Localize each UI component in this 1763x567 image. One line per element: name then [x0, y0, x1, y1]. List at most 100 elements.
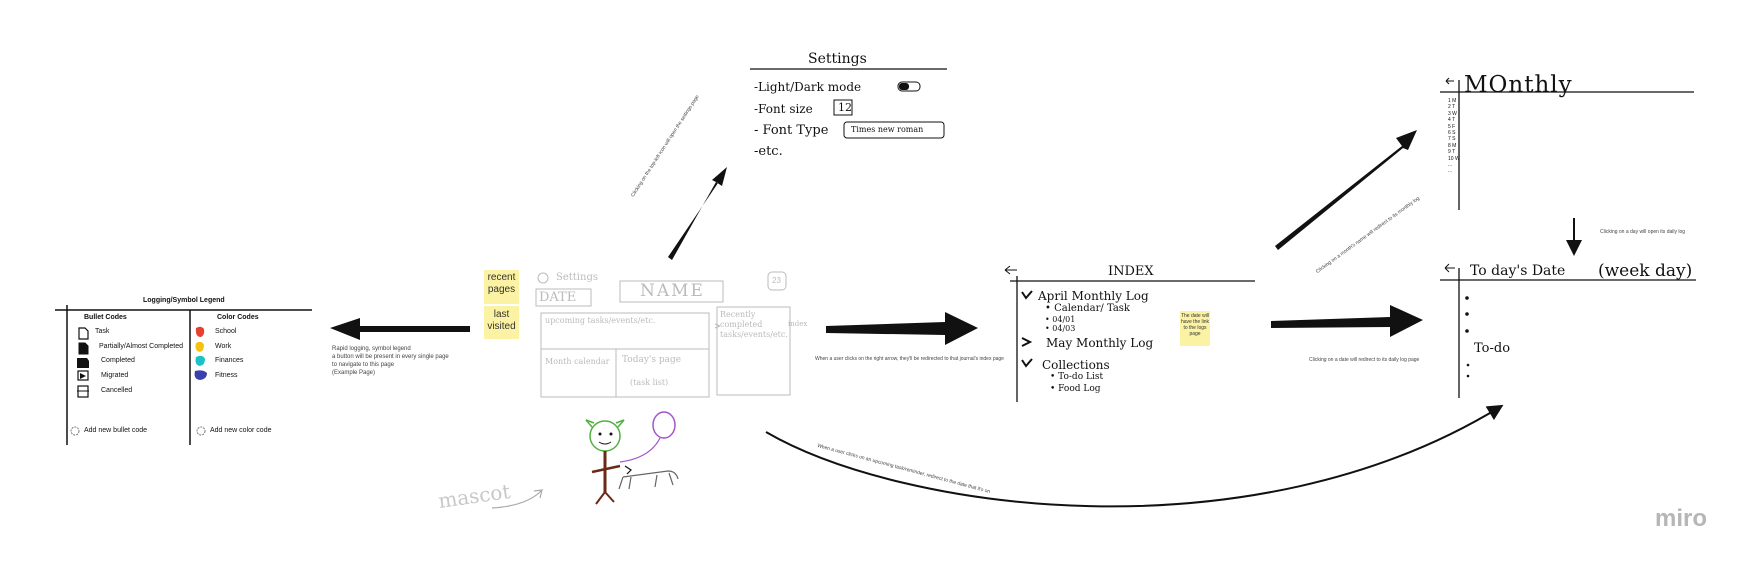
miro-logo: miro [1655, 505, 1708, 532]
index-sticky-note: The date will have the link to the logs … [1180, 311, 1210, 346]
monthly-day[interactable]: 9 T [1448, 149, 1456, 156]
index-may-log[interactable]: May Monthly Log [1046, 336, 1154, 350]
expand-check-icon[interactable] [1021, 358, 1033, 368]
home-settings-label[interactable]: Settings [556, 272, 598, 283]
bullet-label: Completed [101, 357, 135, 364]
font-size-box[interactable] [833, 99, 853, 116]
legend-note-line: a button will be present in every single… [332, 354, 449, 360]
index-april-log[interactable]: April Monthly Log [1038, 289, 1149, 303]
index-sub-item-label: 04/03 [1052, 324, 1076, 333]
bullet-codes-header: Bullet Codes [84, 314, 127, 321]
home-index-link[interactable]: index [788, 320, 808, 328]
index-sub-item[interactable]: • Food Log [1050, 384, 1101, 394]
color-codes-header: Color Codes [217, 314, 259, 321]
bullet-label: Migrated [101, 372, 129, 379]
daily-weekday: (week day) [1598, 261, 1693, 281]
monthly-day: ... [1448, 168, 1453, 175]
legend-note-line: to navigate to this page [332, 362, 395, 368]
font-type-value: Times new roman [851, 125, 924, 134]
monthly-day: ... [1448, 162, 1453, 169]
home-date-label: DATE [539, 290, 577, 305]
settings-item: - Font Type [754, 123, 829, 138]
dark-mode-toggle[interactable] [897, 81, 921, 92]
index-sub-item[interactable]: • 04/01 [1045, 315, 1076, 324]
monthly-day[interactable]: 7 S [1448, 136, 1456, 143]
index-sub-item[interactable]: • 04/03 [1045, 324, 1076, 333]
monthly-day[interactable]: 10 W [1448, 155, 1460, 162]
calendar-day-icon[interactable] [767, 271, 787, 291]
legend-frame [55, 305, 312, 445]
color-label: School [215, 328, 237, 335]
daily-back-arrow-icon[interactable] [1444, 263, 1455, 273]
index-sub-item-label: Food Log [1058, 384, 1101, 394]
arrow-to-index [826, 312, 978, 345]
settings-gear-icon[interactable] [537, 272, 549, 284]
swatch-fitness [194, 370, 207, 380]
index-collections[interactable]: Collections [1042, 358, 1110, 372]
bullet-label: Cancelled [101, 387, 133, 394]
index-back-arrow-icon[interactable] [1004, 265, 1017, 275]
index-frame [1004, 265, 1255, 402]
monthly-frame [1440, 77, 1694, 210]
add-color-icon[interactable] [196, 426, 206, 436]
add-color-code-button[interactable]: Add new color code [210, 427, 272, 434]
expand-check-icon[interactable] [1021, 290, 1033, 300]
monthly-day[interactable]: 2 T [1448, 104, 1456, 111]
task-symbol-icon [78, 327, 89, 340]
daily-frame [1440, 263, 1696, 398]
monthly-day[interactable]: 6 S [1448, 130, 1456, 137]
daily-todo: To-do [1474, 341, 1511, 356]
monthly-day[interactable]: 3 W [1448, 110, 1457, 117]
monthly-day[interactable]: 4 T [1448, 117, 1456, 124]
add-bullet-icon[interactable] [70, 426, 80, 436]
font-size-value: 12 [838, 101, 852, 114]
home-recent-label[interactable]: Recently completed tasks/events/etc. [720, 310, 788, 339]
settings-title: Settings [808, 51, 867, 67]
legend-note-line: (Example Page) [332, 370, 376, 376]
last-visited-sticky[interactable]: last visited [484, 306, 519, 339]
home-recent-box [716, 306, 791, 396]
index-arrow-note: When a user clicks on the right arrow, t… [815, 356, 1004, 362]
home-day-number[interactable]: 23 [772, 276, 781, 285]
recent-pages-sticky[interactable]: recent pages [484, 270, 519, 304]
settings-item: -etc. [754, 144, 783, 159]
monthly-day[interactable]: 8 M [1448, 142, 1457, 149]
arrow-to-settings [668, 167, 727, 260]
arrow-to-legend [330, 318, 470, 340]
home-upcoming-label[interactable]: upcoming tasks/events/etc. [545, 316, 656, 325]
daily-arrow-note: Clicking on a date will redirect to its … [1309, 357, 1420, 363]
bullet-label: Task [95, 328, 110, 335]
monthly-day[interactable]: 1 M [1448, 98, 1457, 104]
monthly-day-list: 1 M 2 T 3 W 4 T 5 F 6 S 7 S 8 M 9 T 10 W… [1448, 98, 1460, 175]
monthly-day[interactable]: 5 F [1448, 123, 1456, 130]
index-sub-item[interactable]: • Calendar/ Task [1045, 303, 1130, 314]
add-bullet-code-button[interactable]: Add new bullet code [84, 427, 148, 434]
swatch-school [195, 326, 205, 337]
home-date-box [535, 288, 592, 307]
home-name-box [619, 280, 724, 303]
migrated-symbol-icon [77, 370, 89, 381]
settings-item: -Font size [754, 102, 813, 116]
home-today-label[interactable]: Today's page [622, 355, 682, 365]
day-open-note: Clicking on a day will open its daily lo… [1600, 229, 1686, 235]
collapse-chevron-icon[interactable] [1021, 337, 1033, 347]
font-type-box[interactable] [843, 121, 945, 139]
index-sub-item-label: Calendar/ Task [1054, 303, 1130, 314]
color-label: Fitness [215, 372, 238, 379]
index-title: INDEX [1108, 264, 1154, 279]
arrow-to-daily [1271, 305, 1423, 337]
home-main-box [540, 312, 710, 398]
arrow-curve-to-daily [765, 404, 1504, 508]
legend-title: Logging/Symbol Legend [143, 297, 225, 304]
settings-frame [750, 68, 947, 139]
monthly-title: MOnthly [1464, 72, 1573, 98]
arrow-to-monthly [1275, 130, 1417, 250]
monthly-back-arrow-icon[interactable] [1445, 77, 1454, 85]
home-monthly-label[interactable]: Month calendar [545, 357, 610, 366]
legend-note: Rapid logging, symbol legend a button wi… [332, 345, 449, 377]
home-sketch [535, 271, 791, 398]
settings-item: -Light/Dark mode [754, 80, 862, 94]
index-sub-item[interactable]: • To-do List [1050, 372, 1104, 382]
color-label: Work [215, 343, 232, 350]
legend-note-line: Rapid logging, symbol legend [332, 346, 411, 352]
